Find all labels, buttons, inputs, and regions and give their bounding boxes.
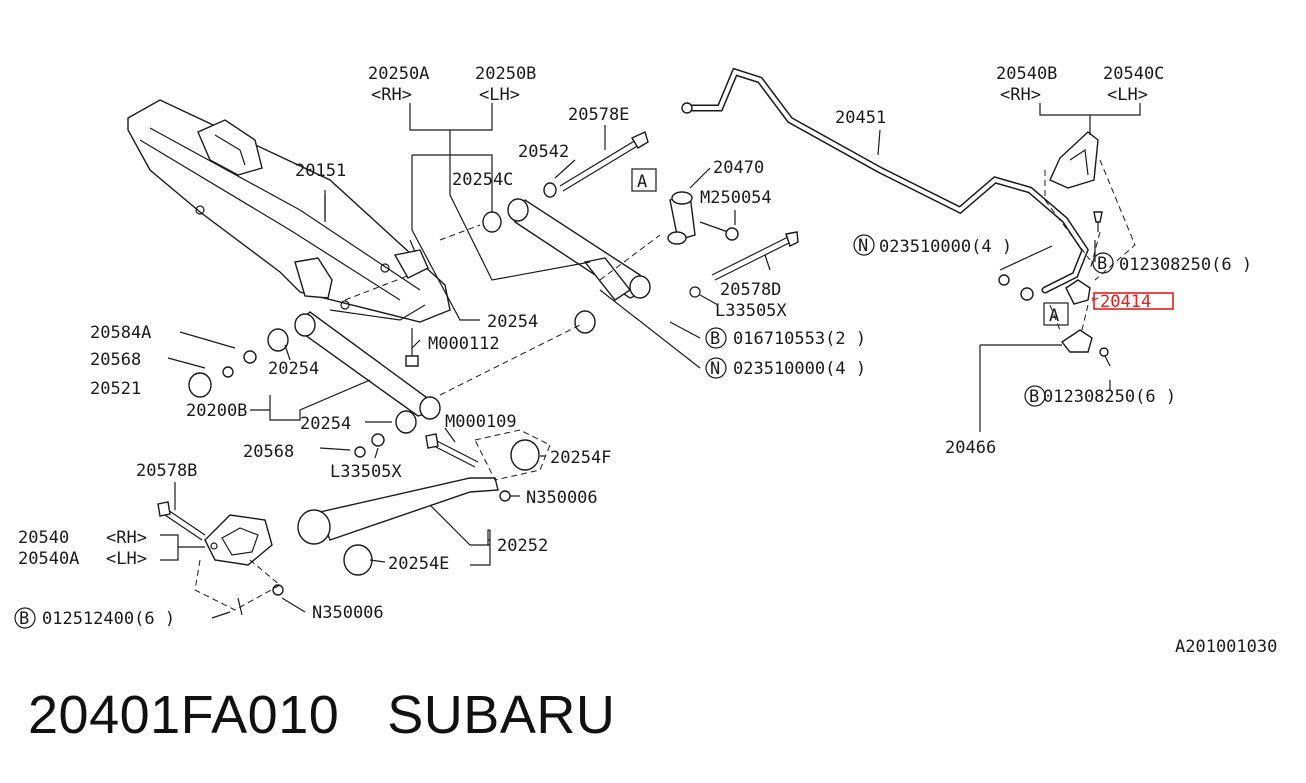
part-label: 012308250(6 ) (1119, 255, 1252, 275)
part-label: 20254 (487, 312, 538, 332)
part-label: M250054 (700, 188, 772, 208)
part-number: 20401FA010 (28, 685, 340, 745)
prefix-mark: B (19, 609, 29, 629)
stabilizer-link (667, 191, 739, 245)
part-label: M000109 (445, 412, 517, 432)
part-label: 20254E (388, 554, 449, 574)
prefix-mark: B (1029, 387, 1039, 407)
bracket-upper-right (1049, 131, 1103, 232)
brand-name: SUBARU (387, 685, 616, 745)
part-label: 20584A (90, 323, 151, 343)
part-label: 20451 (835, 108, 886, 128)
part-label: L33505X (715, 301, 787, 321)
part-label: 20540C (1103, 64, 1164, 84)
part-label: 20250A (368, 64, 429, 84)
side-label: <RH> (106, 528, 147, 548)
part-label: 20568 (90, 350, 141, 370)
part-label: 016710553(2 ) (733, 329, 866, 349)
part-label: M000112 (428, 334, 500, 354)
highlighted-part-label: 20414 (1100, 292, 1151, 312)
part-label: 20252 (497, 536, 548, 556)
part-label: 20578B (136, 461, 197, 481)
part-label: 012308250(6 ) (1043, 387, 1176, 407)
part-label: 20540B (996, 64, 1057, 84)
part-label: 20254C (452, 170, 513, 190)
part-caption: 20401FA010 SUBARU (28, 684, 663, 746)
prefix-mark: B (710, 329, 720, 349)
part-label: 20254 (300, 414, 351, 434)
trailing-link (297, 439, 540, 576)
part-label: 20151 (295, 161, 346, 181)
crossmember-part (127, 99, 451, 323)
part-label: 012512400(6 ) (42, 609, 175, 629)
part-label: 20568 (243, 442, 294, 462)
side-label: <LH> (106, 549, 147, 569)
side-label: <LH> (1107, 85, 1148, 105)
part-label: 20466 (945, 438, 996, 458)
part-label: 20578D (720, 280, 781, 300)
prefix-mark: N (858, 236, 868, 256)
part-label: 20540 (18, 528, 69, 548)
part-label: 023510000(4 ) (879, 237, 1012, 257)
lateral-link-upper (482, 182, 651, 334)
stabilizer-bar (681, 67, 1089, 301)
prefix-mark: B (1097, 254, 1107, 274)
part-label: 20470 (713, 158, 764, 178)
part-label: L33505X (330, 462, 402, 482)
marker-a-box (631, 168, 657, 192)
diagram-reference-code: A201001030 (1175, 637, 1277, 657)
part-label: 20578E (568, 105, 629, 125)
part-label: 023510000(4 ) (733, 359, 866, 379)
part-label: N350006 (526, 488, 598, 508)
part-label: 20254F (550, 448, 611, 468)
marker-a-label: A (1049, 306, 1059, 326)
stabilizer-bushing (1060, 279, 1111, 367)
marker-a-label: A (637, 172, 647, 192)
part-label: 20254 (268, 359, 319, 379)
part-label: 20540A (18, 549, 79, 569)
side-label: <LH> (479, 85, 520, 105)
part-label: 20521 (90, 379, 141, 399)
part-label: N350006 (312, 603, 384, 623)
parts-diagram: A A N B B N B B 20250A <RH> 20250B <LH> … (14, 64, 1277, 657)
marker-a-box (1043, 302, 1069, 326)
part-label: 20200B (186, 401, 247, 421)
part-label: 20250B (475, 64, 536, 84)
side-label: <RH> (371, 85, 412, 105)
prefix-mark: N (710, 359, 720, 379)
bracket-lower-left (204, 514, 273, 566)
exploded-view-drawing: A A N B B N B B 20250A <RH> 20250B <LH> … (14, 64, 1277, 657)
side-label: <RH> (1000, 85, 1041, 105)
lateral-link-lower (188, 311, 441, 458)
part-label: 20542 (518, 142, 569, 162)
highlight-box (1093, 292, 1174, 310)
